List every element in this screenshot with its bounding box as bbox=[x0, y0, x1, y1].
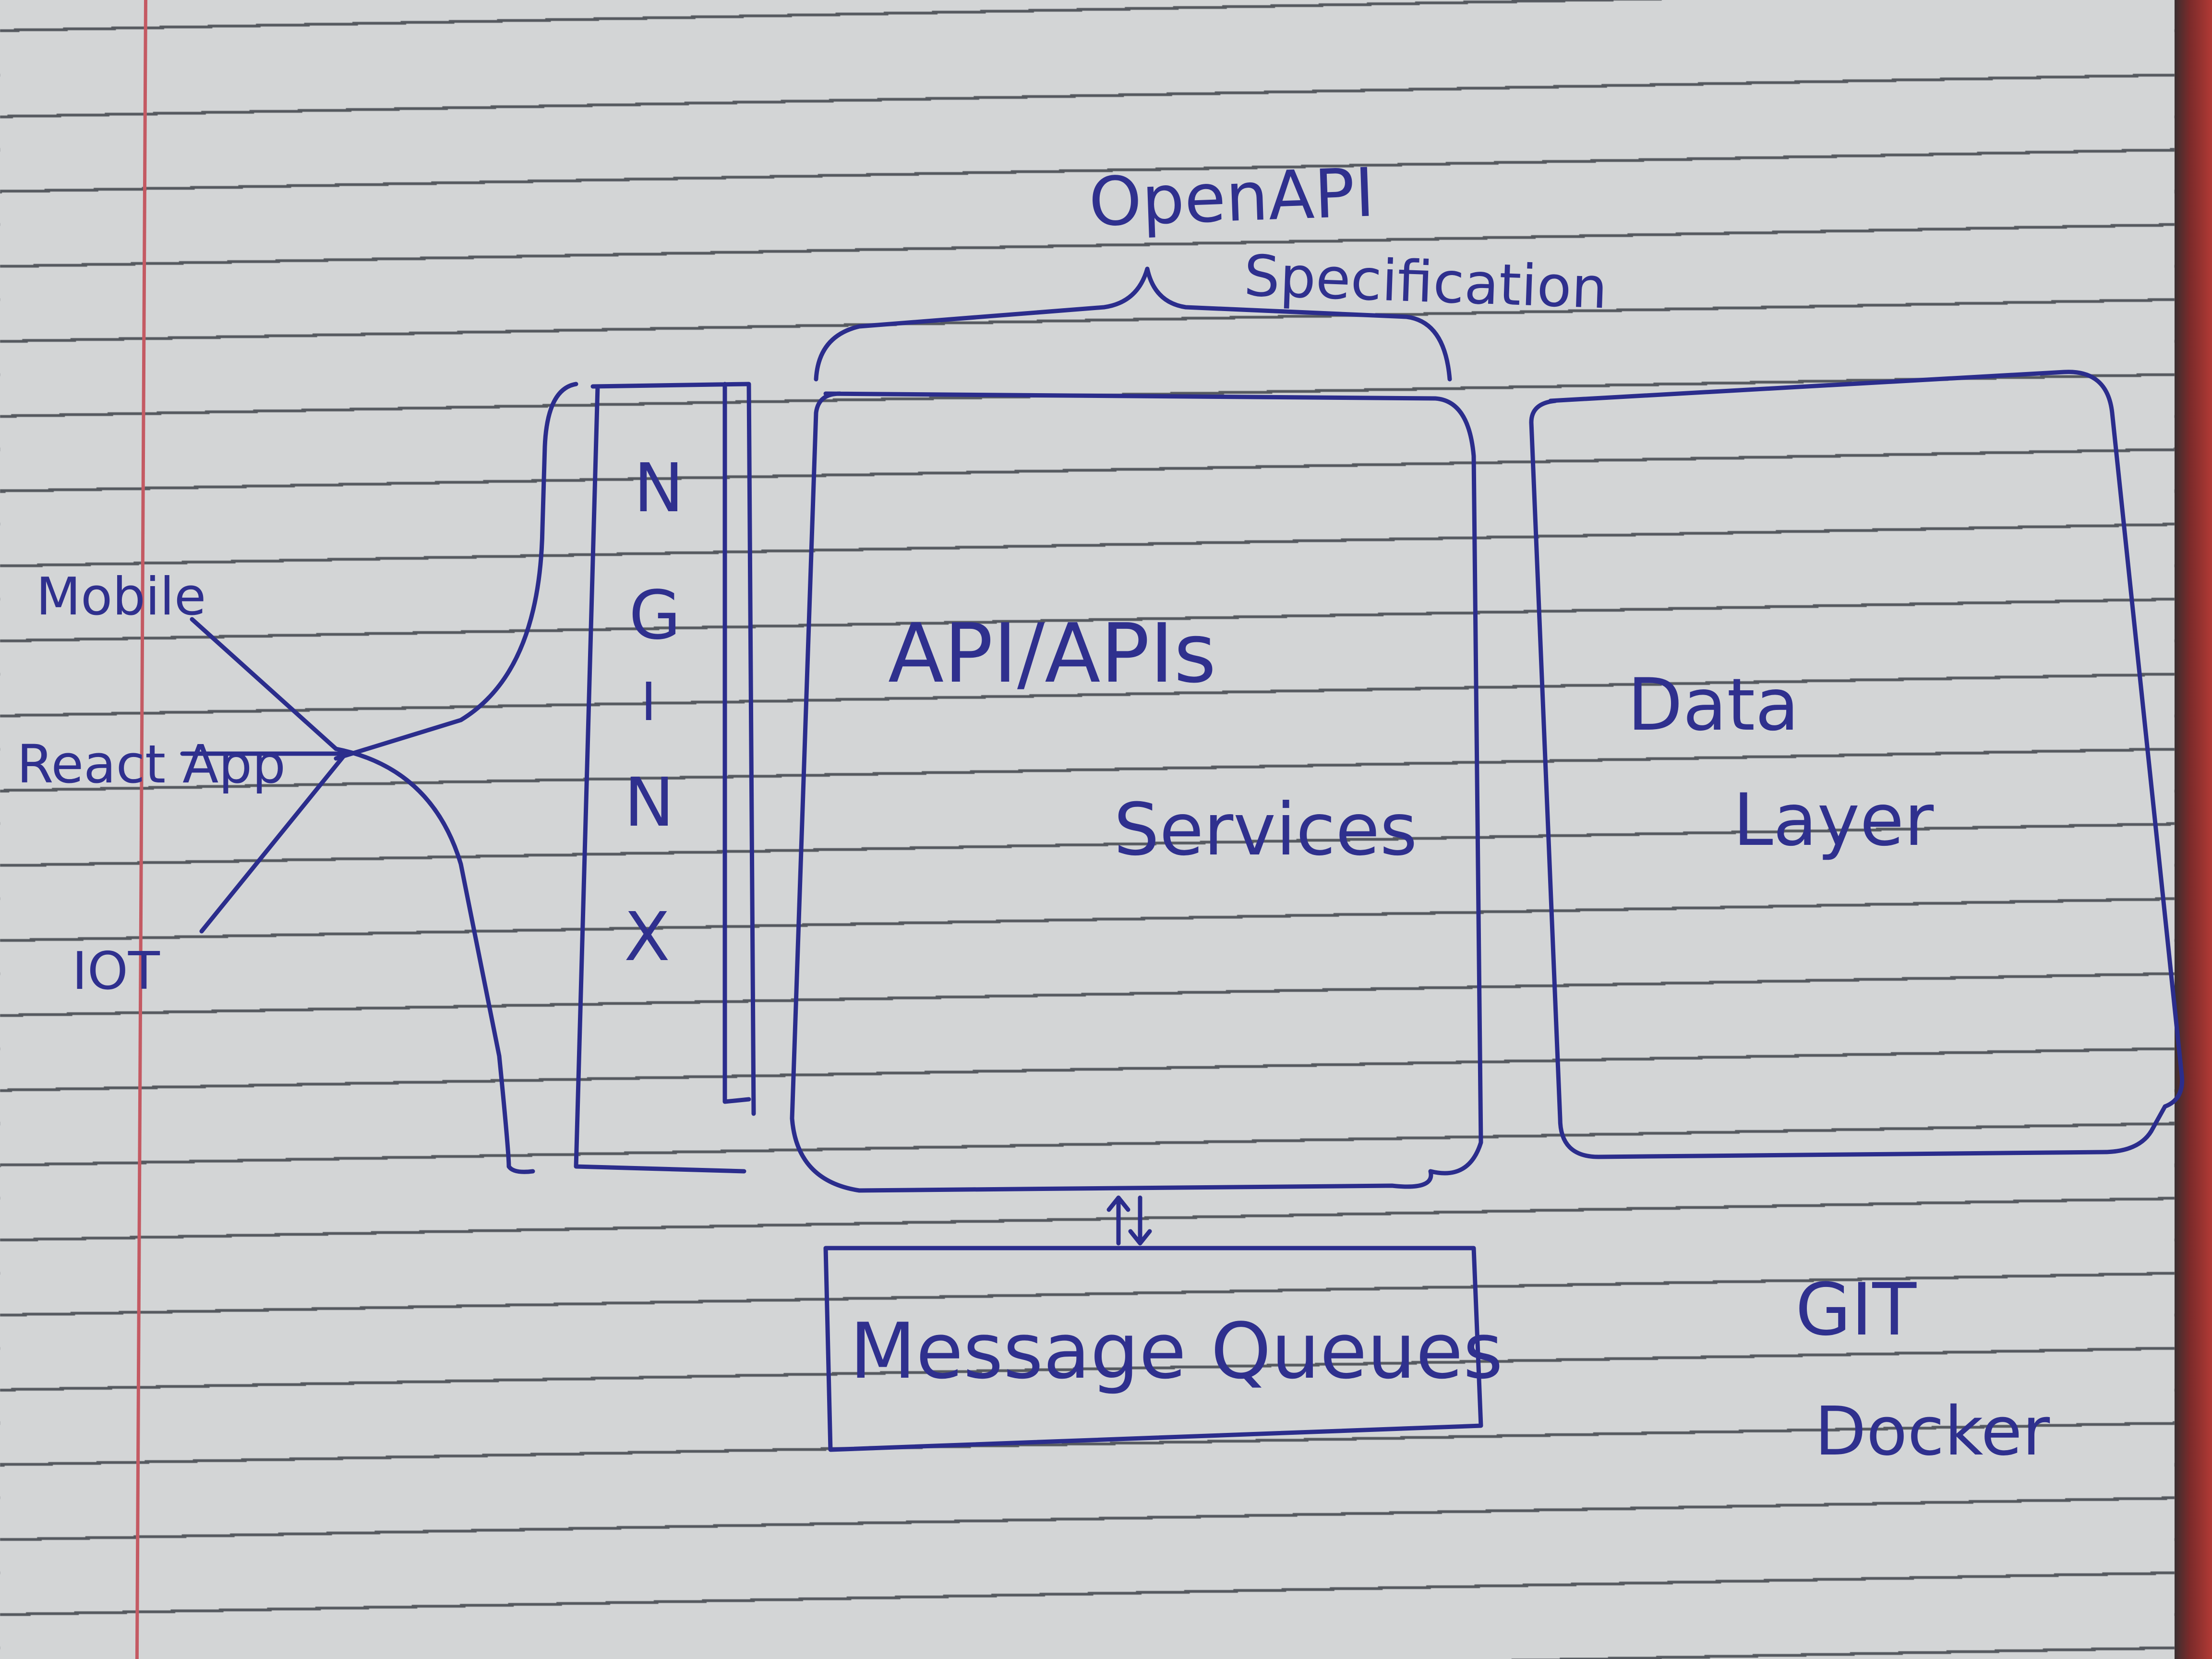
nginx-letter-i: I bbox=[641, 671, 656, 733]
services-label: Services bbox=[1114, 788, 1418, 872]
api-apis-label: API/APIs bbox=[888, 606, 1216, 701]
docker-label: Docker bbox=[1815, 1393, 2050, 1471]
git-label: GIT bbox=[1795, 1268, 1917, 1352]
nginx-letter-n1: N bbox=[634, 449, 684, 528]
mobile-label: Mobile bbox=[36, 567, 206, 627]
layer-label: Layer bbox=[1733, 779, 1934, 862]
services-box bbox=[790, 391, 1483, 1193]
clients-bracket bbox=[334, 382, 578, 761]
iot-connector bbox=[199, 751, 348, 934]
message-queues-box bbox=[823, 1246, 1483, 1452]
openapi-brace bbox=[814, 266, 1452, 382]
nginx-letter-n2: N bbox=[624, 764, 674, 842]
openapi-label: OpenAPI bbox=[1087, 154, 1376, 242]
nginx-box bbox=[574, 382, 756, 1174]
page-edge bbox=[2175, 0, 2212, 1659]
up-down-arrows bbox=[1106, 1195, 1152, 1246]
nginx-letter-g: G bbox=[629, 577, 681, 655]
data-label: Data bbox=[1627, 663, 1799, 747]
specification-label: Specification bbox=[1243, 242, 1609, 321]
iot-label: IOT bbox=[72, 941, 160, 1001]
clients-bracket-lower bbox=[334, 746, 535, 1174]
mobile-connector bbox=[190, 617, 338, 751]
react-app-label: React App bbox=[17, 733, 286, 795]
nginx-letter-x: X bbox=[624, 898, 670, 976]
message-queues-label: Message Queues bbox=[850, 1306, 1503, 1396]
data-layer-box bbox=[1529, 370, 2185, 1159]
